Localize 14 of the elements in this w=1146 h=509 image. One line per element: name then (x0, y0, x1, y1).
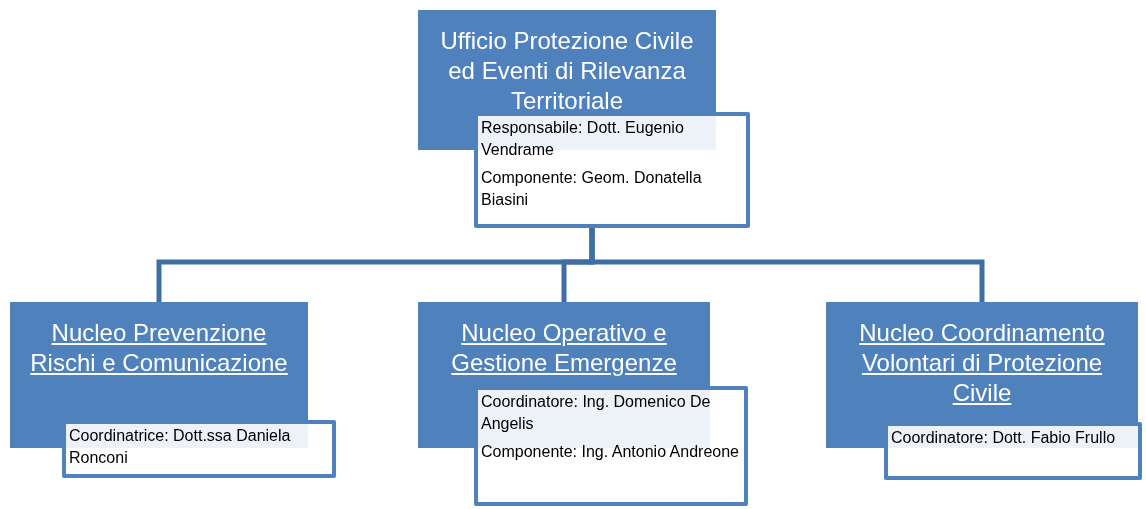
unit-title: Nucleo Coordinamento Volontari di Protezione Civile (858, 318, 1106, 408)
staff-text: Componente: Ing. Antonio Andreone (481, 442, 739, 462)
unit-title: Ufficio Protezione Civile ed Eventi di Rilevanza Territoriale (439, 26, 695, 116)
staff-text: Coordinatore: Dott. Fabio Frullo (891, 428, 1116, 448)
staff-text: Coordinatore: Ing. Domenico De Angelis (481, 392, 712, 434)
staff-text: Coordinatrice: Dott.ssa Daniela Ronconi (69, 426, 292, 468)
staff-text: Componente: Geom. Donatella Biasini (481, 168, 703, 210)
unit-title: Nucleo Prevenzione Rischi e Comunicazione (29, 318, 289, 378)
staff-box (884, 422, 1142, 480)
staff-box (62, 420, 336, 478)
staff-text: Responsabile: Dott. Eugenio Vendrame (481, 118, 685, 160)
unit-title: Nucleo Operativo e Gestione Emergenze (450, 318, 678, 378)
connector-line (589, 228, 985, 302)
staff-box (474, 112, 750, 228)
